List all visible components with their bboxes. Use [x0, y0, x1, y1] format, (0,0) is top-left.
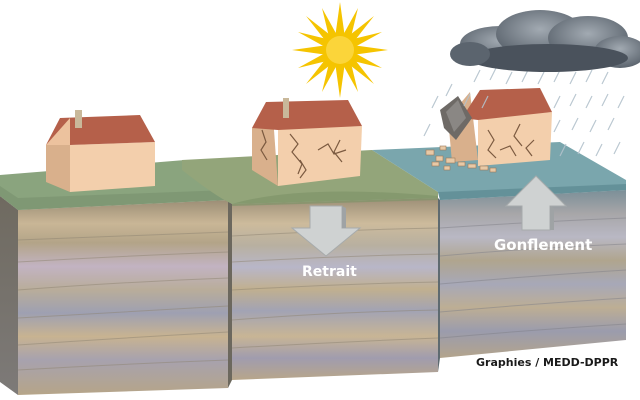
sun-icon	[292, 2, 388, 98]
middle-block-front	[232, 198, 438, 380]
left-block-side	[0, 196, 18, 395]
rubble	[425, 145, 497, 173]
rain	[423, 67, 625, 157]
shrink-label: Retrait	[302, 264, 357, 280]
right-block-front	[440, 190, 626, 358]
left-soil-block	[0, 160, 229, 395]
cracked-house	[252, 98, 362, 186]
down-arrow-icon	[290, 205, 362, 257]
swell-label: Gonflement	[494, 236, 592, 254]
right-soil-block	[372, 142, 627, 372]
damaged-house	[425, 88, 552, 173]
intact-house	[46, 110, 155, 192]
storm-cloud-icon	[450, 10, 640, 72]
left-block-front	[18, 200, 228, 395]
up-arrow-icon	[504, 175, 568, 231]
middle-soil-block	[182, 150, 439, 388]
credit-text: Graphies / MEDD-DPPR	[476, 356, 619, 369]
right-wet-top	[372, 142, 626, 200]
